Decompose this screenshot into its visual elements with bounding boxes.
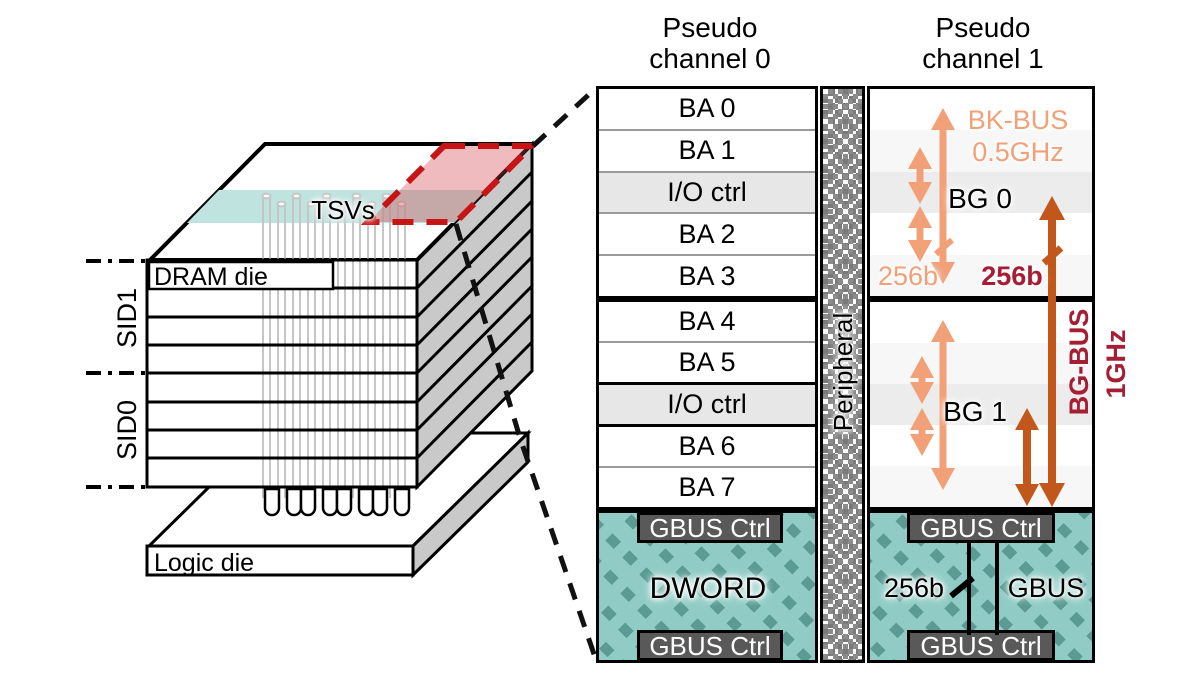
row-ba3: BA 3 <box>599 254 815 296</box>
gbus1-ctrl-top: GBUS Ctrl <box>907 512 1055 543</box>
row-ba6: BA 6 <box>599 427 815 466</box>
bg1-band-2 <box>870 343 1092 384</box>
gbus0-ctrl-top: GBUS Ctrl <box>637 512 783 543</box>
pc0-bank-group-0: BA 0 BA 1 I/O ctrl BA 2 BA 3 <box>596 86 818 299</box>
bg0-band-4 <box>870 213 1092 254</box>
bg0-band-1 <box>870 89 1092 130</box>
pc1-gbus-region: GBUS Ctrl GBUS Ctrl <box>867 510 1095 663</box>
gbus0-ctrl-bottom: GBUS Ctrl <box>637 630 783 661</box>
gbus1-divider-left <box>967 543 971 635</box>
bg1-band-3 <box>870 384 1092 425</box>
row-ba5: BA 5 <box>599 341 815 382</box>
bg0-band-5 <box>870 254 1092 297</box>
row-io-ctrl-0: I/O ctrl <box>599 170 815 213</box>
row-ba1: BA 1 <box>599 128 815 171</box>
bg0-band-3 <box>870 171 1092 214</box>
pc1-bg0-box <box>867 86 1095 299</box>
bg1-band-5 <box>870 466 1092 507</box>
pc0-gbus-region: GBUS Ctrl GBUS Ctrl <box>596 510 818 663</box>
row-ba2: BA 2 <box>599 212 815 255</box>
bg1-band-1 <box>870 302 1092 343</box>
gbus1-divider-right <box>995 543 999 635</box>
row-ba7: BA 7 <box>599 466 815 507</box>
bg1-band-4 <box>870 425 1092 466</box>
pc0-bank-group-1: BA 4 BA 5 I/O ctrl BA 6 BA 7 <box>596 299 818 510</box>
peripheral-strip <box>820 86 865 663</box>
row-ba4: BA 4 <box>599 302 815 341</box>
pc1-bg1-box <box>867 299 1095 510</box>
row-io-ctrl-1: I/O ctrl <box>599 382 815 427</box>
gbus1-ctrl-bottom: GBUS Ctrl <box>907 630 1055 661</box>
row-ba0: BA 0 <box>599 89 815 129</box>
bg0-band-2 <box>870 130 1092 172</box>
